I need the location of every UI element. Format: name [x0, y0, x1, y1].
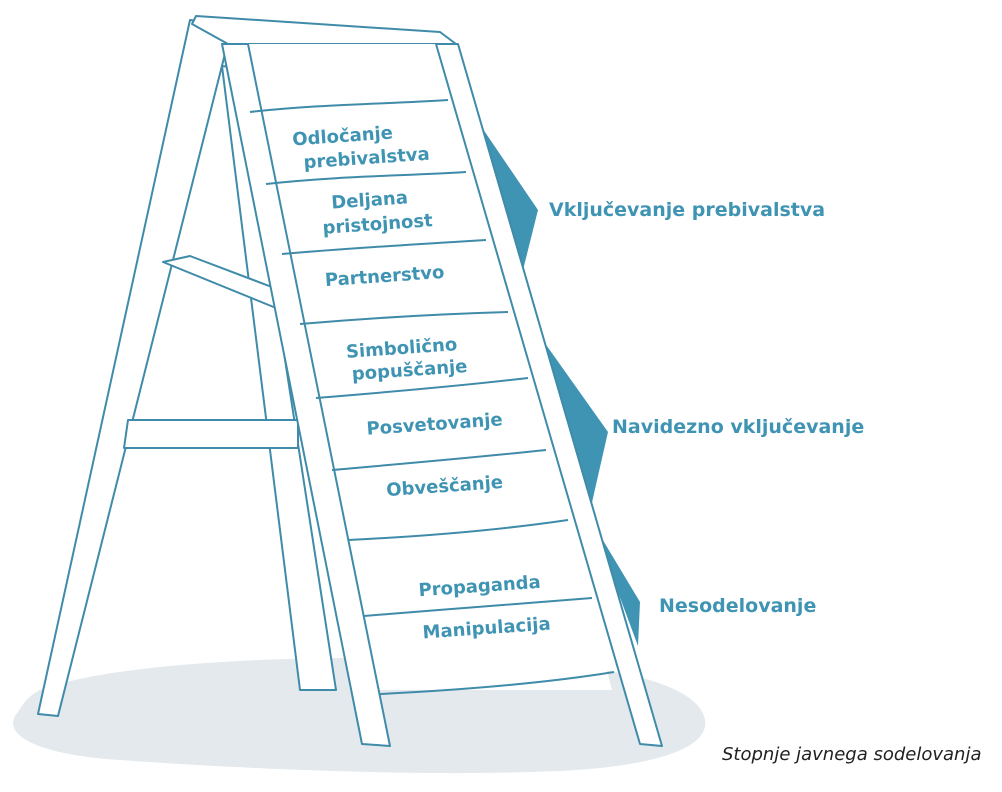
- back-leg-frame: [37, 19, 337, 717]
- group-label-bottom: Nesodelovanje: [659, 595, 816, 617]
- group-labels: Vključevanje prebivalstva Navidezno vklj…: [549, 199, 864, 617]
- diagram-caption: Stopnje javnega sodelovanja: [722, 744, 982, 765]
- group-label-top: Vključevanje prebivalstva: [549, 199, 825, 221]
- front-ladder: [191, 15, 663, 747]
- group-label-middle: Navidezno vključevanje: [612, 416, 864, 438]
